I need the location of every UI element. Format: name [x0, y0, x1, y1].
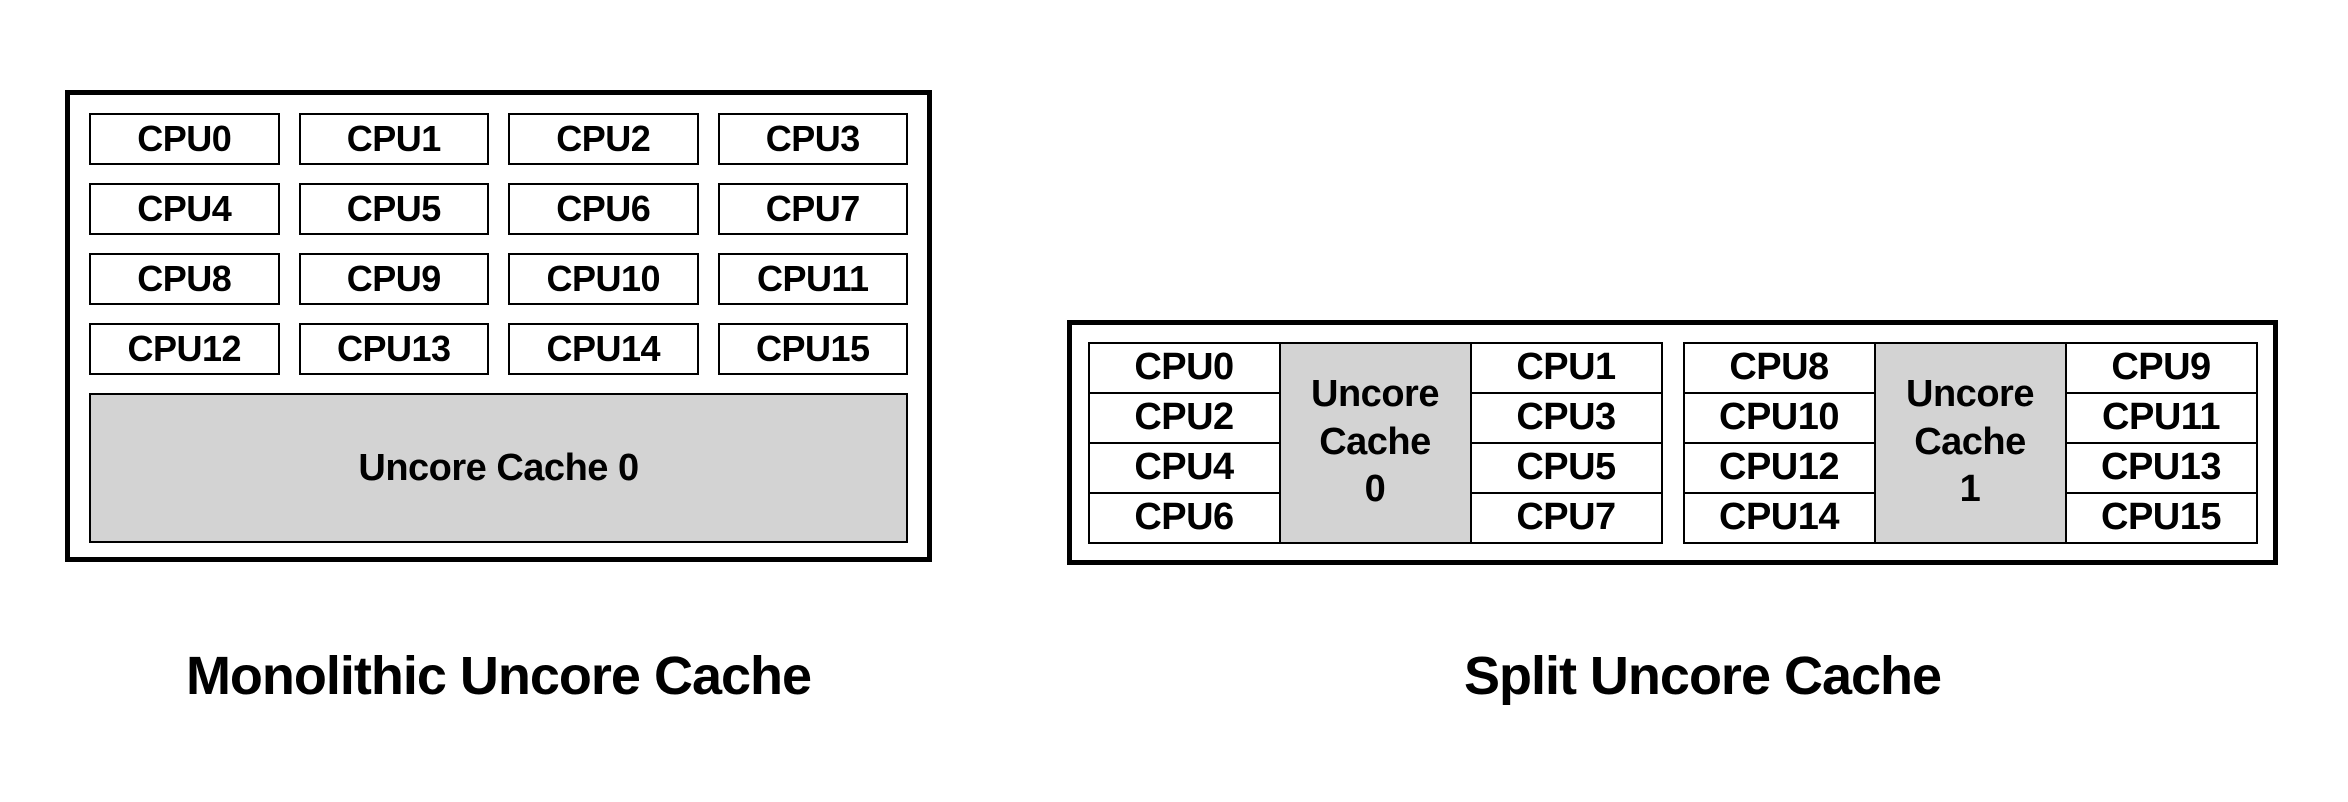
cpu-cell: CPU2	[1087, 391, 1281, 444]
cpu-cell: CPU5	[1469, 441, 1663, 494]
cpu-box: CPU8	[89, 253, 280, 305]
cpu-box: CPU2	[508, 113, 699, 165]
cpu-cell: CPU13	[2064, 441, 2258, 494]
monolithic-cpu-grid: CPU0 CPU1 CPU2 CPU3 CPU4 CPU5 CPU6 CPU7 …	[89, 113, 908, 375]
cpu-box: CPU1	[298, 113, 489, 165]
monolithic-package-box: CPU0 CPU1 CPU2 CPU3 CPU4 CPU5 CPU6 CPU7 …	[65, 90, 932, 562]
cpu-cell: CPU3	[1469, 391, 1663, 444]
uncore-cache-1-cell: Uncore Cache 1	[1873, 341, 2067, 544]
cpu-box: CPU0	[89, 113, 280, 165]
cpu-box: CPU7	[717, 183, 908, 235]
cpu-cell: CPU7	[1469, 491, 1663, 544]
split-caption: Split Uncore Cache	[1463, 646, 1942, 706]
cpu-box: CPU13	[298, 323, 489, 375]
cpu-cell: CPU6	[1087, 491, 1281, 544]
cpu-cell: CPU9	[2064, 341, 2258, 394]
cpu-box: CPU14	[508, 323, 699, 375]
cpu-cell: CPU10	[1682, 391, 1876, 444]
cpu-cell: CPU11	[2064, 391, 2258, 444]
cpu-box: CPU5	[298, 183, 489, 235]
uncore-cache-label: Uncore Cache 1	[1906, 373, 2034, 511]
cpu-cell: CPU0	[1087, 341, 1281, 394]
uncore-cache-0-cell: Uncore Cache 0	[1278, 341, 1472, 544]
cpu-cell: CPU12	[1682, 441, 1876, 494]
cpu-box: CPU10	[508, 253, 699, 305]
split-cluster-1: CPU8 Uncore Cache 1 CPU9 CPU10 CPU11 CPU…	[1682, 341, 2258, 544]
split-package-box: CPU0 Uncore Cache 0 CPU1 CPU2 CPU3 CPU4 …	[1067, 320, 2278, 565]
cpu-box: CPU12	[89, 323, 280, 375]
cpu-box: CPU9	[298, 253, 489, 305]
cpu-cell: CPU15	[2064, 491, 2258, 544]
cpu-cell: CPU8	[1682, 341, 1876, 394]
cpu-cell: CPU1	[1469, 341, 1663, 394]
cpu-box: CPU11	[717, 253, 908, 305]
uncore-cache-0-box: Uncore Cache 0	[89, 393, 908, 543]
cpu-box: CPU15	[717, 323, 908, 375]
split-cluster-0: CPU0 Uncore Cache 0 CPU1 CPU2 CPU3 CPU4 …	[1087, 341, 1663, 544]
cpu-box: CPU6	[508, 183, 699, 235]
cpu-box: CPU3	[717, 113, 908, 165]
cpu-cell: CPU14	[1682, 491, 1876, 544]
uncore-cache-label: Uncore Cache 0	[1311, 373, 1439, 511]
cpu-cell: CPU4	[1087, 441, 1281, 494]
cpu-box: CPU4	[89, 183, 280, 235]
monolithic-caption: Monolithic Uncore Cache	[185, 646, 812, 706]
